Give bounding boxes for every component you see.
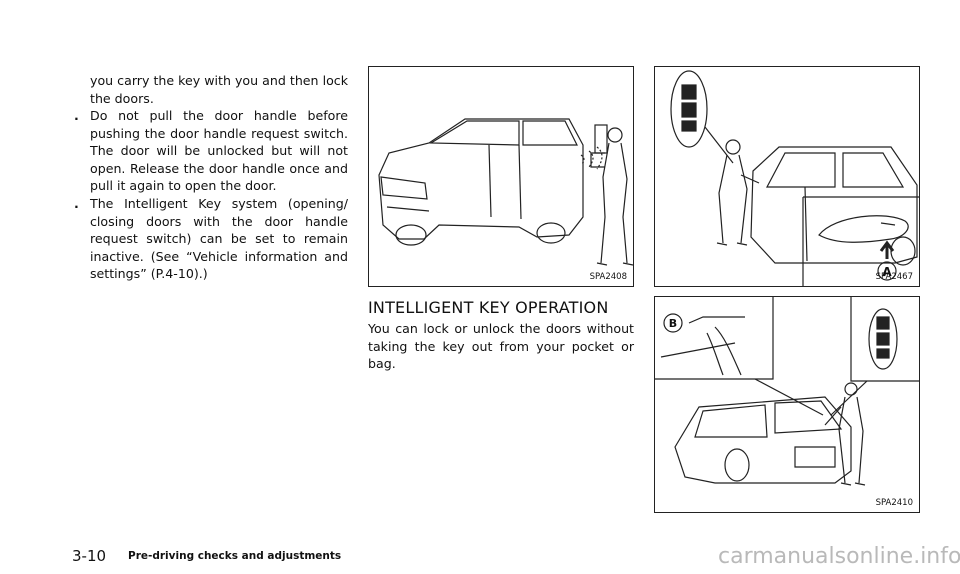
figure-code: SPA2410 (875, 498, 913, 508)
back-door-illustration: B (655, 297, 919, 486)
callout-a: A (882, 265, 892, 279)
bullet-marker: . (74, 108, 79, 123)
car-person-illustration (378, 118, 633, 266)
section-heading: INTELLIGENT KEY OPERATION (368, 298, 609, 317)
callout-b: B (669, 317, 677, 330)
page-number: 3-10 (72, 547, 107, 565)
figure-code: SPA2467 (875, 272, 913, 282)
section-body: You can lock or unlock the doors without… (368, 321, 634, 371)
figure-back-door-opener: B SPA2410 (654, 296, 920, 513)
door-handle-illustration: A (670, 70, 919, 286)
bullet-intelligent-key-inactive: . The Intelligent Key system (opening/ c… (74, 195, 348, 283)
bullet-marker: . (74, 196, 79, 211)
chapter-title: Pre-driving checks and adjustments (128, 550, 342, 562)
figure-door-handle-switch: A SPA2467 (654, 66, 920, 287)
bullet-text: Do not pull the door handle before pushi… (90, 108, 348, 193)
figure-approach-car: SPA2408 (368, 66, 634, 287)
bullet-text: The Intelligent Key system (opening/ clo… (90, 196, 348, 281)
bullet-door-handle: . Do not pull the door handle before pus… (74, 107, 348, 195)
figure-code: SPA2408 (589, 272, 627, 282)
continuation-text: you carry the key with you and then lock… (90, 73, 348, 106)
watermark: carmanualsonline.info (718, 544, 960, 569)
